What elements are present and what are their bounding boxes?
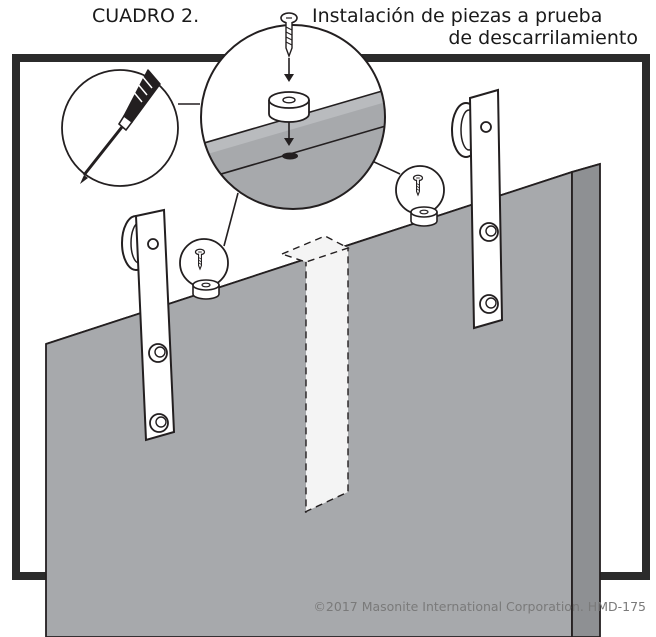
bolt-icon [148, 343, 168, 363]
figure-title-line-1: Instalación de piezas a prueba [312, 5, 603, 27]
stopper-icon [410, 206, 438, 227]
arrow-down-icon [284, 58, 294, 82]
bolt-icon [479, 222, 499, 242]
bolt-icon [149, 413, 169, 433]
stopper-icon [192, 279, 220, 300]
dashed-guide-slot [304, 247, 349, 513]
screw-icon [280, 12, 298, 58]
zoom-detail-circle [200, 12, 386, 210]
right-hanger-strap [468, 88, 504, 330]
door-side-edge [571, 162, 601, 637]
figure-label: CUADRO 2. [92, 5, 200, 27]
arrow-down-icon [284, 122, 294, 146]
screwdriver-callout [61, 69, 179, 187]
stopper-icon [268, 91, 310, 123]
left-hanger-strap [134, 208, 176, 442]
copyright-notice: ©2017 Masonite International Corporation… [313, 599, 646, 614]
figure-title-line-2: de descarrilamiento [448, 27, 638, 49]
bolt-icon [479, 294, 499, 314]
screwdriver-icon [80, 69, 161, 184]
